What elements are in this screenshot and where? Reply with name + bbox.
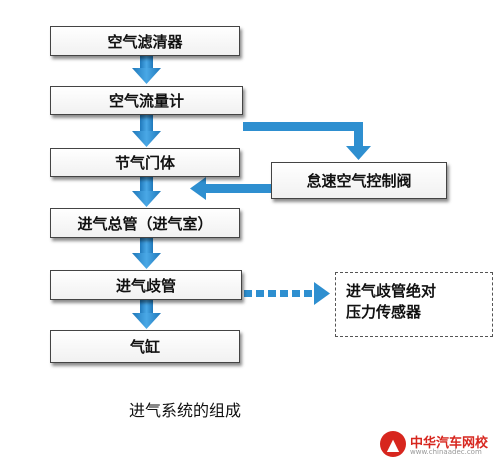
arrow-branch-to-cylinder [132, 300, 161, 329]
box-cylinder-label: 气缸 [129, 338, 160, 356]
box-intake-manifold: 进气总管（进气室） [50, 208, 240, 238]
car-logo-icon: ▲ [380, 431, 406, 457]
box-pressure-sensor: 进气歧管绝对 压力传感器 [335, 272, 493, 337]
box-air-filter: 空气滤清器 [50, 26, 240, 56]
watermark-text: 中华汽车网校 [410, 436, 489, 451]
watermark-url: www.chinaadec.com [410, 448, 482, 456]
arrow-manifold-to-branch [132, 238, 161, 269]
arrow-throttle-to-manifold [132, 177, 161, 207]
arrow-branch-to-sensor [244, 282, 330, 305]
box-intake-manifold-label: 进气总管（进气室） [77, 214, 213, 233]
diagram-caption: 进气系统的组成 [128, 401, 241, 420]
watermark-logo: ▲ 中华汽车网校 www.chinaadec.com [380, 430, 495, 460]
box-idle-valve-label: 怠速空气控制阀 [306, 172, 412, 190]
arrow-meter-to-throttle [132, 115, 161, 147]
arrow-idle-valve-to-throttle [190, 177, 272, 200]
box-air-flow-meter-label: 空气流量计 [108, 92, 184, 110]
pressure-sensor-line-1: 进气歧管绝对 [346, 282, 437, 300]
arrow-filter-to-meter [132, 56, 161, 84]
arrow-meter-to-idle-valve [243, 122, 371, 160]
box-throttle-body: 节气门体 [50, 148, 240, 177]
pressure-sensor-line-2: 压力传感器 [346, 303, 422, 321]
box-intake-branch-pipe-label: 进气歧管 [115, 276, 176, 295]
box-idle-air-control-valve: 怠速空气控制阀 [271, 162, 447, 199]
box-throttle-body-label: 节气门体 [114, 154, 175, 172]
box-air-flow-meter: 空气流量计 [50, 86, 243, 115]
box-intake-branch-pipe: 进气歧管 [50, 270, 242, 300]
box-air-filter-label: 空气滤清器 [107, 32, 183, 51]
box-cylinder: 气缸 [50, 330, 240, 363]
